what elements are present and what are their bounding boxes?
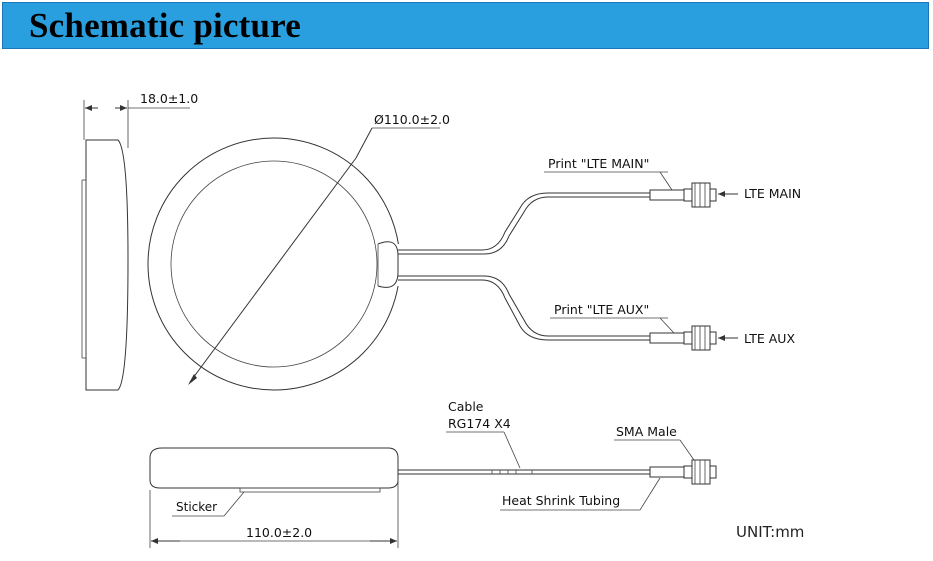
width-dimension: 110.0±2.0 xyxy=(246,525,312,540)
cables-top xyxy=(398,171,738,351)
top-view: Ø110.0±2.0 xyxy=(147,112,450,391)
thickness-dimension: 18.0±1.0 xyxy=(140,91,198,106)
print-lte-aux-label: Print "LTE AUX" xyxy=(554,302,649,317)
page-title: Schematic picture xyxy=(29,6,302,45)
heat-shrink-label: Heat Shrink Tubing xyxy=(502,493,620,508)
lte-main-label: LTE MAIN xyxy=(744,186,801,201)
header-banner: Schematic picture xyxy=(2,2,929,49)
lte-aux-label: LTE AUX xyxy=(744,331,795,346)
front-view xyxy=(149,431,717,548)
diameter-dimension: Ø110.0±2.0 xyxy=(374,112,450,127)
sma-male-label: SMA Male xyxy=(616,424,677,439)
sticker-label: Sticker xyxy=(176,500,217,514)
unit-label: UNIT:mm xyxy=(736,523,804,541)
print-lte-main-label: Print "LTE MAIN" xyxy=(548,156,649,171)
cable-label: Cable xyxy=(448,399,484,414)
side-view: 18.0±1.0 xyxy=(81,91,198,391)
cable-type-label: RG174 X4 xyxy=(448,416,511,431)
